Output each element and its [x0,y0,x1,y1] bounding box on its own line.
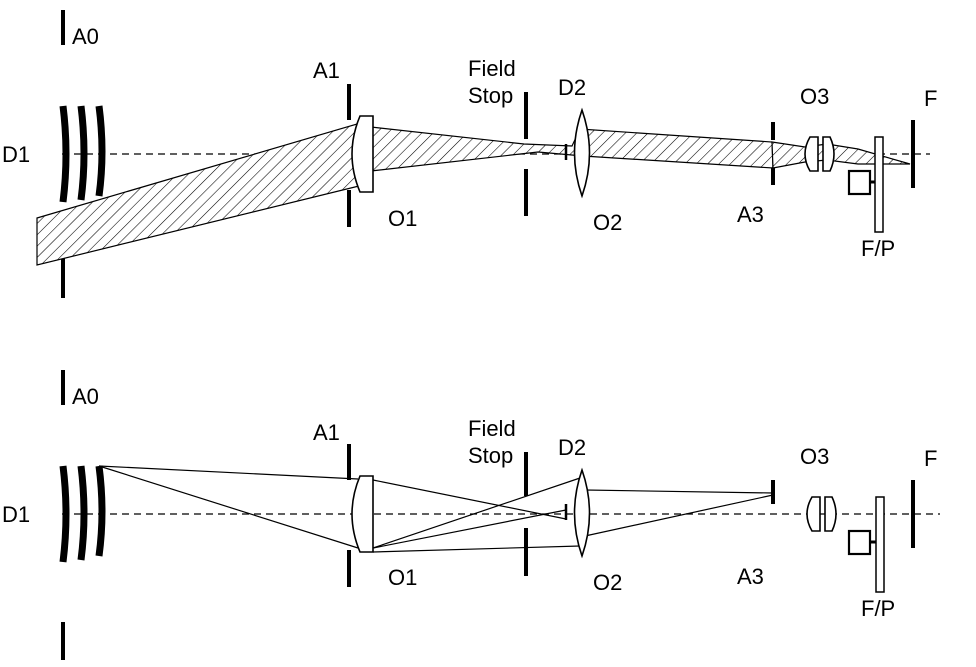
filter-plate-fp [874,136,884,233]
panel-bottom: A0 D1 A1 O1 Field Stop D2 O2 [2,370,940,660]
label-a1: A1 [313,420,340,445]
label-field-stop-2: Stop [468,443,513,468]
label-f: F [924,446,937,471]
diffuser-disc-2 [77,465,88,561]
lens-o3-a [806,496,821,532]
ray-7 [584,489,774,494]
beam-segment-3 [771,141,911,169]
ray-3 [372,479,567,520]
label-o3: O3 [800,84,829,109]
diffuser-disc-1 [59,105,70,203]
label-field-stop-1: Field [468,416,516,441]
lens-o2 [573,107,591,199]
detector-box [847,529,872,556]
ray-5 [372,477,581,549]
label-o2: O2 [593,570,622,595]
label-d1: D1 [2,502,30,527]
lens-o1 [351,475,374,553]
label-field-stop-1: Field [468,56,516,81]
lens-o3-a [804,136,819,172]
ray-8 [584,494,774,537]
label-f: F [924,86,937,111]
diffuser-disc-3 [95,105,106,197]
lens-o3-b [822,136,835,172]
diffuser-disc-3 [95,465,106,557]
label-d2: D2 [558,75,586,100]
label-d1: D1 [2,142,30,167]
label-a1: A1 [313,58,340,83]
label-d2: D2 [558,435,586,460]
ray-4 [372,509,567,549]
label-a3: A3 [737,564,764,589]
label-o3: O3 [800,444,829,469]
label-o1: O1 [388,565,417,590]
label-a0: A0 [72,384,99,409]
lens-o2 [573,467,591,559]
ray-1 [98,465,359,480]
diffuser-disc-2 [77,105,88,201]
label-a0: A0 [72,24,99,49]
label-a3: A3 [737,202,764,227]
filter-plate-fp [875,496,885,593]
label-fp: F/P [861,596,895,621]
lens-o1 [351,115,374,193]
label-o2: O2 [593,210,622,235]
label-field-stop-2: Stop [468,83,513,108]
label-o1: O1 [388,206,417,231]
panel-top: A0 D1 A1 O1 Field Stop D2 O2 A3 [2,10,937,298]
lens-o3-b [824,496,837,532]
detector-box [847,169,872,196]
ray-6 [372,545,581,553]
diffuser-disc-1 [59,465,70,563]
label-fp: F/P [861,236,895,261]
ray-2 [98,465,359,549]
